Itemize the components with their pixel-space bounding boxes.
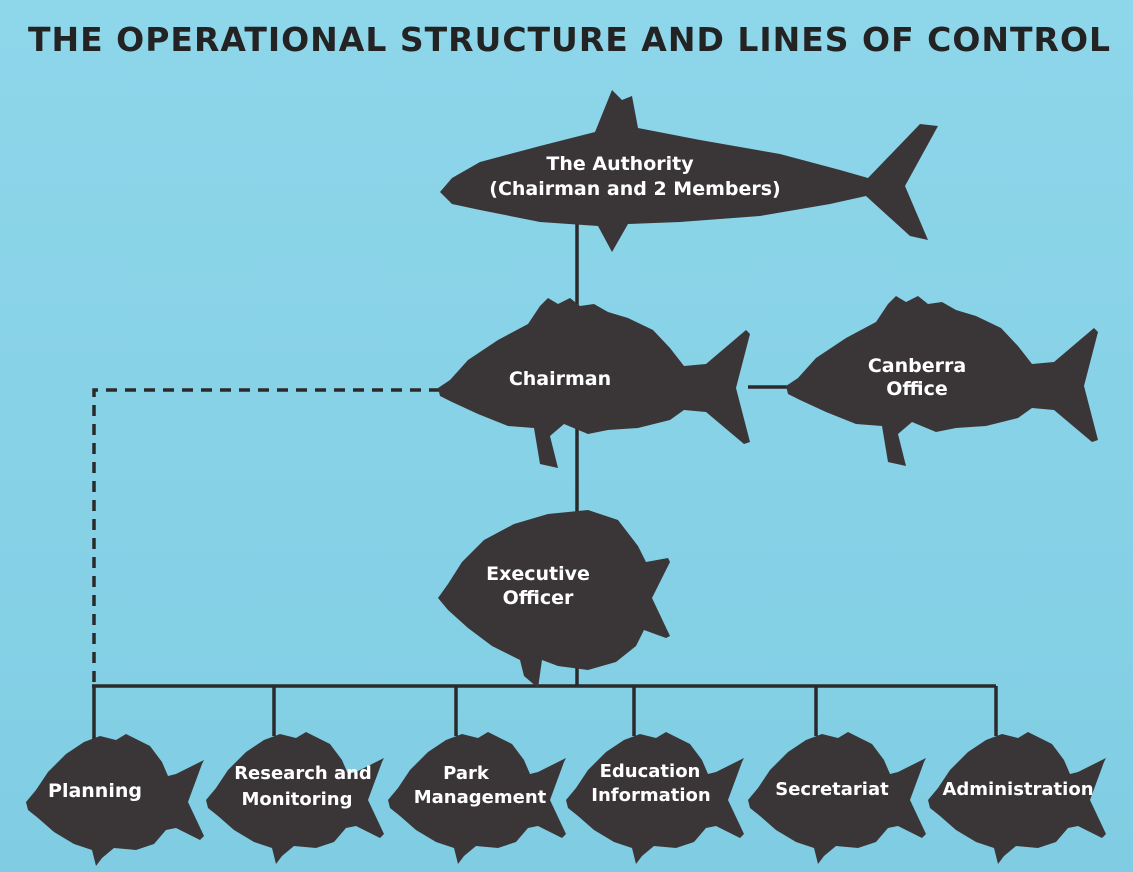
- canberra-label-2: Office: [886, 378, 948, 400]
- executive-label-2: Officer: [503, 587, 574, 609]
- connector-lines: [92, 222, 998, 740]
- park-label-1: Park: [443, 763, 490, 784]
- canberra-label-1: Canberra: [868, 355, 966, 377]
- authority-label-2: (Chairman and 2 Members): [489, 178, 780, 200]
- page-title: THE OPERATIONAL STRUCTURE AND LINES OF C…: [28, 20, 1112, 59]
- education-label-2: Information: [591, 785, 710, 806]
- research-label-2: Monitoring: [242, 789, 353, 810]
- planning-label: Planning: [48, 780, 142, 802]
- fish-shapes: [26, 90, 1106, 866]
- administration-label: Administration: [942, 779, 1093, 800]
- authority-label-1: The Authority: [546, 153, 694, 175]
- park-label-2: Management: [414, 787, 547, 808]
- secretariat-label: Secretariat: [775, 779, 889, 800]
- executive-label-1: Executive: [486, 563, 590, 585]
- research-label-1: Research and: [234, 763, 372, 784]
- chairman-label: Chairman: [509, 368, 611, 390]
- education-label-1: Education: [600, 761, 701, 782]
- dashed-line-chairman-planning: [92, 388, 440, 686]
